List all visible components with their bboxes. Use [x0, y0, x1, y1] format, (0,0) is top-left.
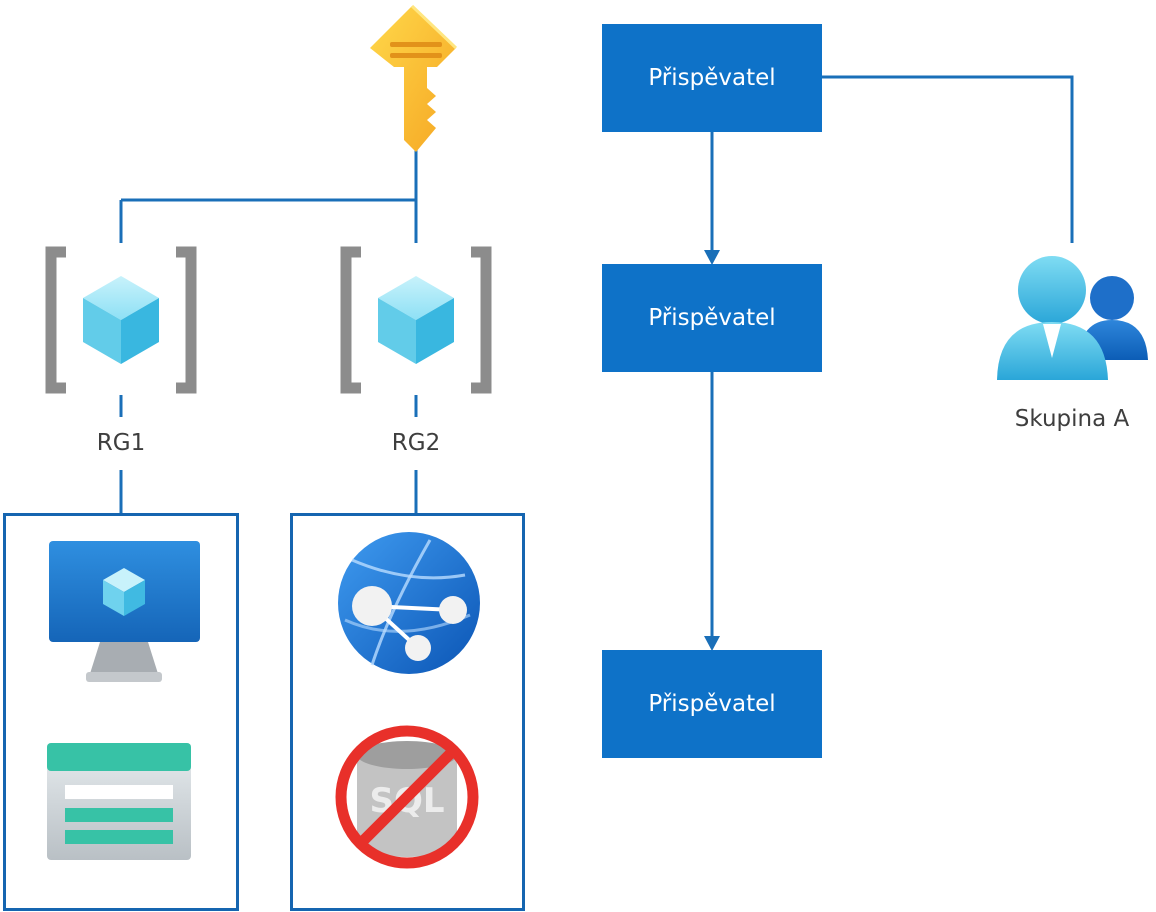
role-box-contributor: Přispěvatel: [602, 650, 822, 758]
connector-role1-group: [822, 75, 1074, 243]
arrowhead-role3: [704, 636, 720, 651]
resource-group-icon: [45, 246, 197, 394]
connectors: [119, 75, 1074, 638]
resource-group-box-rg1: [3, 513, 239, 911]
resource-group-label-rg1: RG1: [96, 430, 146, 456]
user-group-icon: [997, 256, 1148, 380]
resource-group-icon: [340, 246, 492, 394]
key-icon: [370, 4, 458, 152]
sql-database-blocked-icon: SQL: [335, 725, 479, 869]
group-label: Skupina A: [1014, 406, 1130, 432]
role-box-contributor: Přispěvatel: [602, 264, 822, 372]
storage-account-icon: [47, 743, 191, 860]
web-app-icon: [338, 532, 480, 674]
arrowheads: [704, 250, 720, 651]
virtual-machine-icon: [49, 541, 200, 682]
role-box-contributor: Přispěvatel: [602, 24, 822, 132]
deny-icon: [335, 725, 479, 869]
resource-group-box-rg2: [290, 513, 525, 911]
resource-group-label-rg2: RG2: [391, 430, 441, 456]
arrowhead-role2: [704, 250, 720, 265]
